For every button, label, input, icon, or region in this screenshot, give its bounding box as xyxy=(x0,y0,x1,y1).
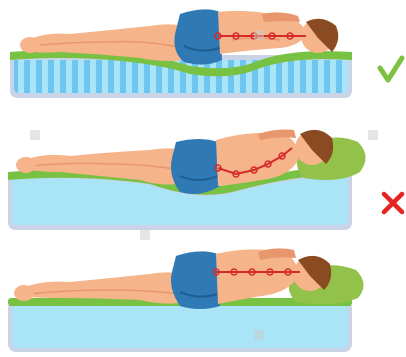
panel-2-incorrect xyxy=(8,130,402,231)
mattress-firm xyxy=(8,298,352,352)
panel-3-firm xyxy=(8,248,364,352)
check-icon xyxy=(380,58,402,80)
panel-1-correct xyxy=(10,9,402,98)
cross-icon xyxy=(384,194,402,212)
